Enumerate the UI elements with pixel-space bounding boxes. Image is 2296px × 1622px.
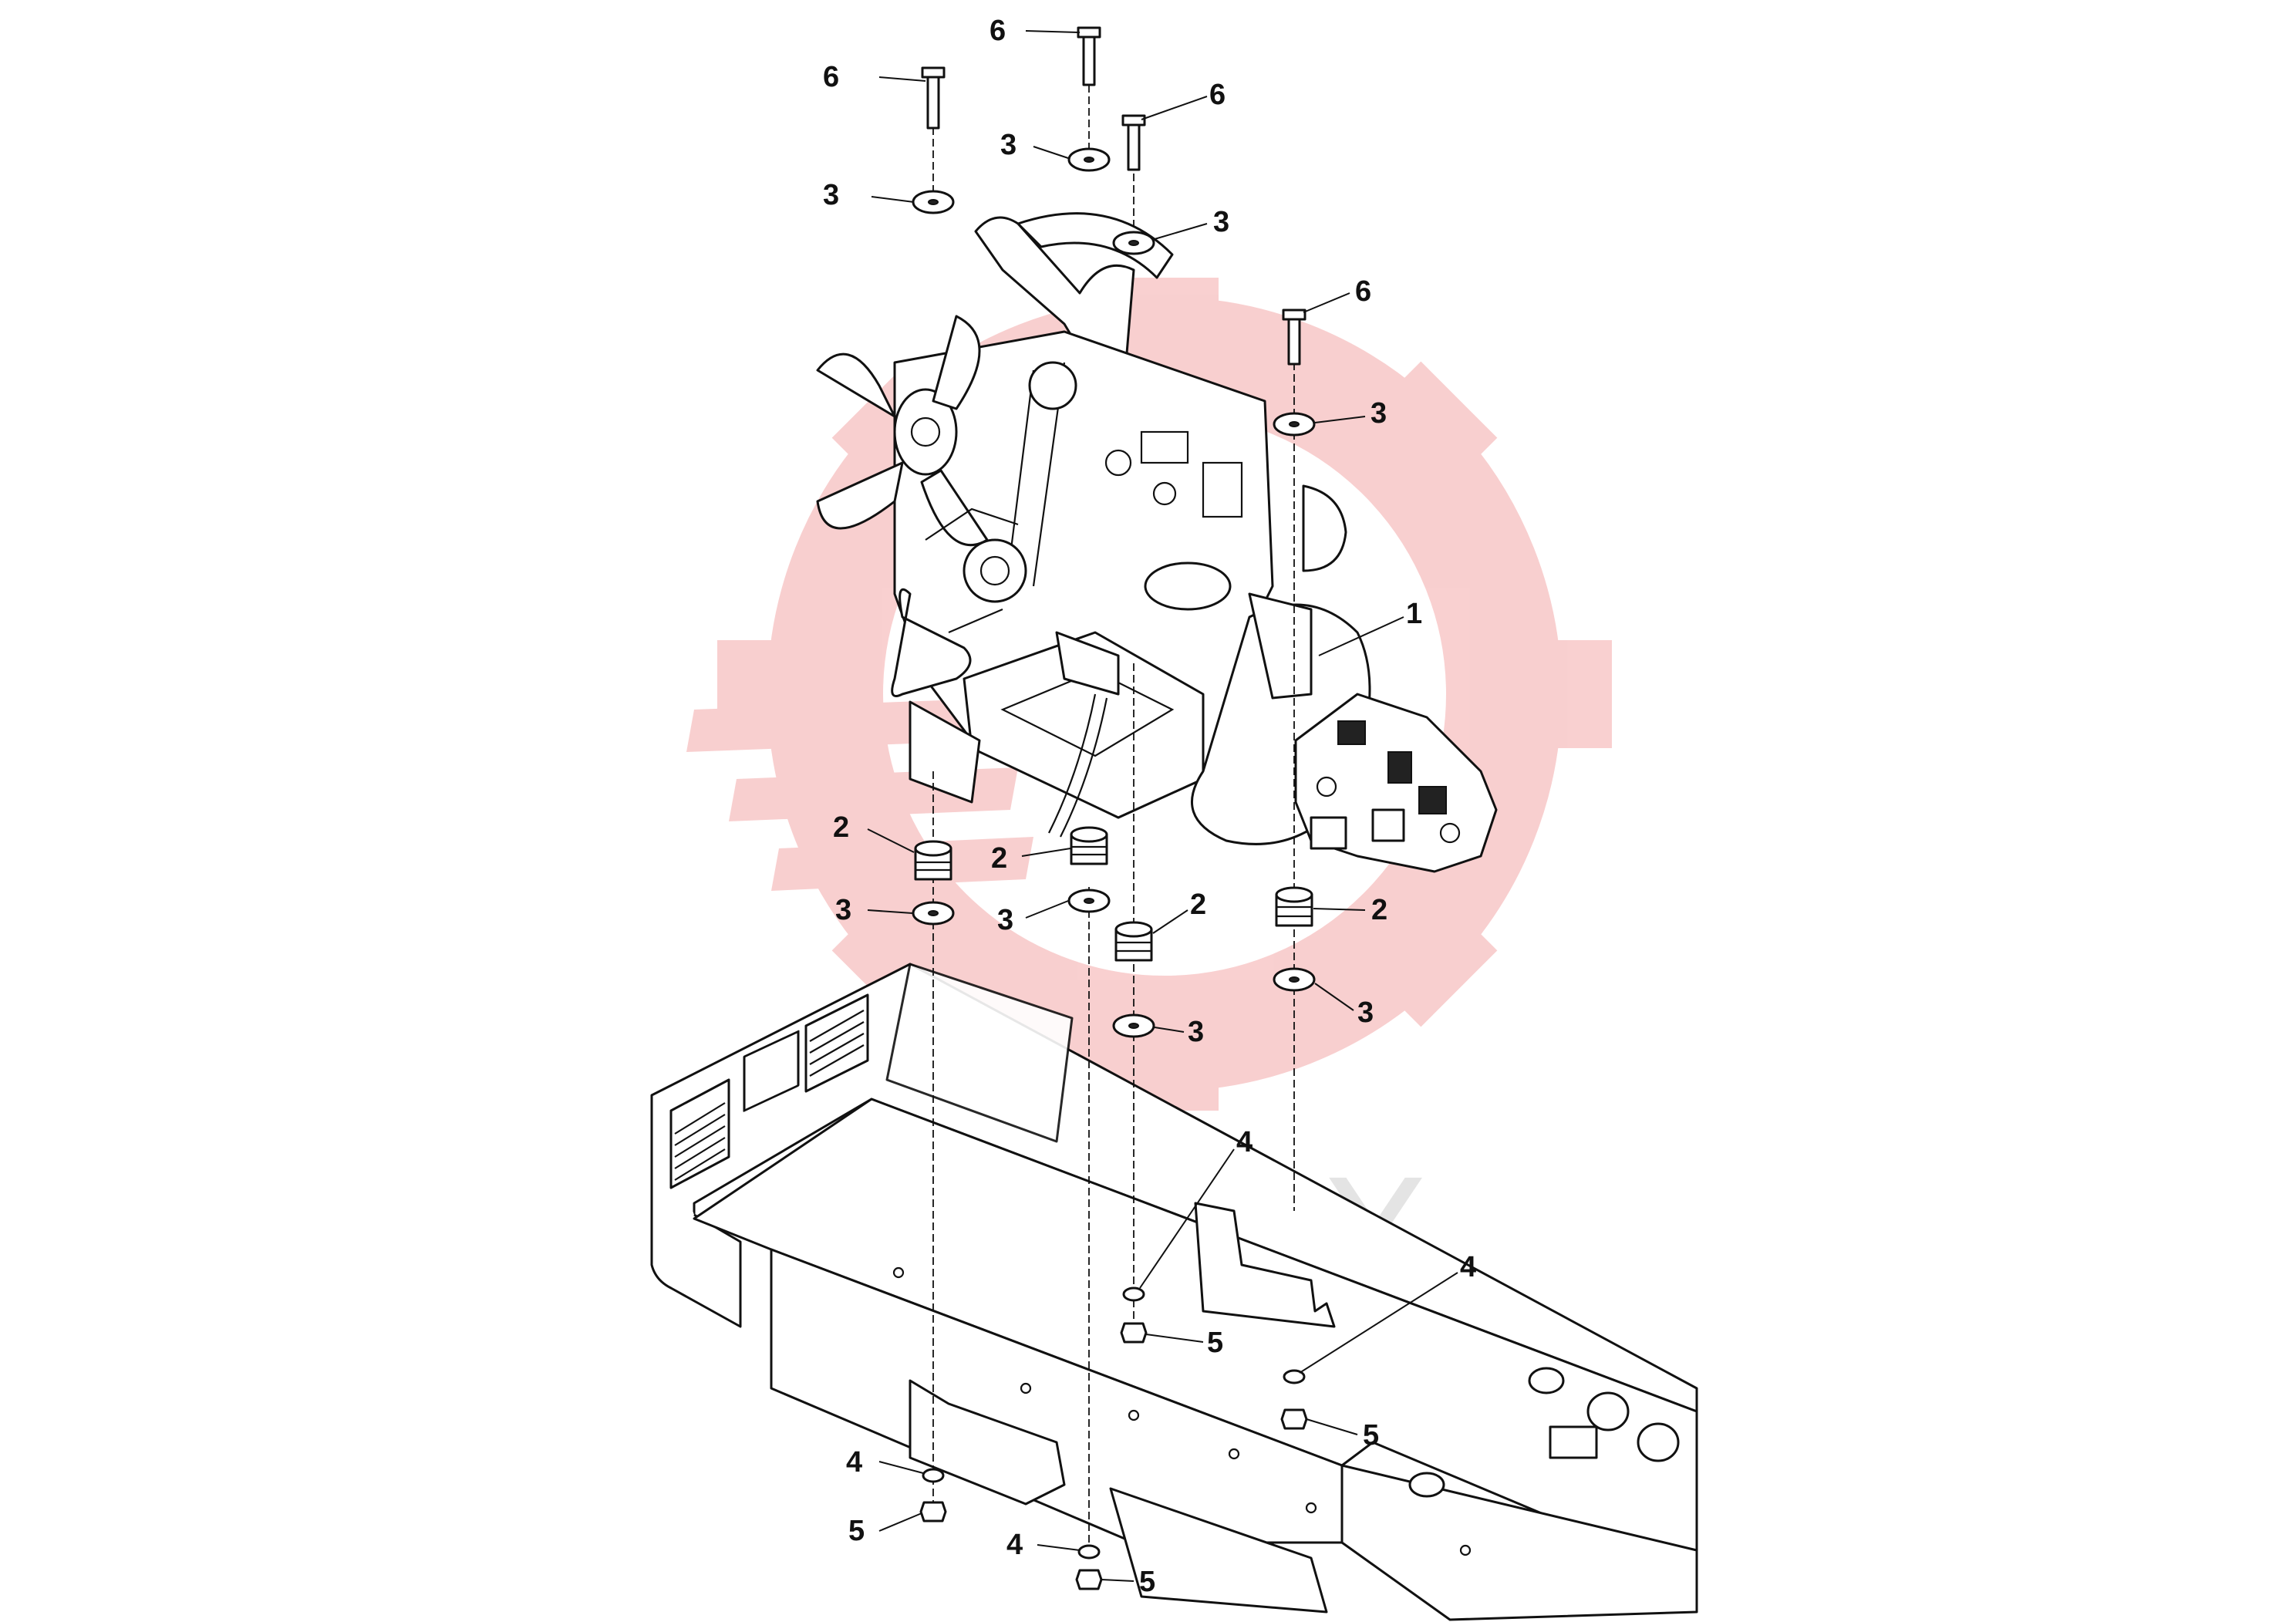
callout-6-bolt-mid-right: 6 [1209,79,1226,111]
nut-right [1280,1408,1308,1430]
callout-6-bolt-left: 6 [823,61,839,93]
callout-3-washer-left-top: 3 [823,179,839,211]
bolt-mid-left [1077,26,1101,86]
nut-left [919,1501,947,1523]
engine-assembly [816,212,1371,845]
callout-3-washer-mid-right-top: 3 [1213,206,1229,238]
callout-5-nut-mid-right: 5 [1207,1327,1223,1359]
bolt-left [921,66,946,130]
washer-small-right [1283,1369,1306,1384]
fastener-stack-mid-left [1067,26,1111,1590]
rubber-mount-mid-right [1114,921,1153,962]
nut-mid-left [1075,1569,1103,1590]
callout-3-washer-mid-right-bottom: 3 [1188,1016,1204,1048]
callout-6-bolt-right: 6 [1355,275,1371,308]
hood-grille-top [804,993,869,1093]
washer-small-left [922,1468,945,1483]
callout-5-nut-right: 5 [1363,1419,1379,1452]
bolt-right [1282,309,1306,366]
callout-2-mount-mid-right: 2 [1190,889,1206,921]
leader-lines [867,30,1458,1582]
fastener-stack-right [1273,309,1316,1430]
callout-3-washer-mid-left-bottom: 3 [997,904,1013,936]
nut-mid-right [1120,1322,1148,1344]
hood-grille-left [669,1078,730,1189]
callout-4-washer-right: 4 [1460,1251,1476,1283]
callout-5-nut-left: 5 [848,1515,865,1547]
callout-5-nut-mid-left: 5 [1139,1566,1155,1598]
rubber-mount-left [914,840,952,881]
callout-2-mount-mid-left: 2 [991,842,1007,875]
callout-3-washer-left-bottom: 3 [835,894,851,926]
callout-labels: 6 6 6 6 3 3 3 3 1 2 2 2 2 3 3 3 3 4 4 4 … [823,15,1476,1598]
callout-4-washer-mid-left: 4 [1006,1529,1023,1561]
washer-small-mid-right [1122,1286,1145,1302]
cooling-fan [816,315,989,547]
washer-small-mid-left [1077,1544,1101,1560]
frame-assembly [650,963,1698,1621]
callout-3-washer-mid-left-top: 3 [1000,129,1017,161]
callout-2-mount-left: 2 [833,811,849,844]
callout-6-bolt-mid-left: 6 [990,15,1006,47]
rubber-mount-right [1275,886,1313,927]
hydraulic-pump [1294,693,1498,873]
rubber-mount-mid-left [1070,826,1108,865]
frame-holes [892,1266,1680,1556]
bolt-mid-right [1121,114,1146,171]
callout-1-engine: 1 [1406,598,1422,630]
fastener-stack-mid-right [1112,114,1155,1344]
callout-3-washer-right-bottom: 3 [1357,996,1374,1029]
callout-2-mount-right: 2 [1371,894,1387,926]
callout-4-washer-left: 4 [846,1446,862,1479]
callout-3-washer-right-top: 3 [1371,397,1387,430]
callout-4-washer-mid-right: 4 [1236,1126,1253,1158]
